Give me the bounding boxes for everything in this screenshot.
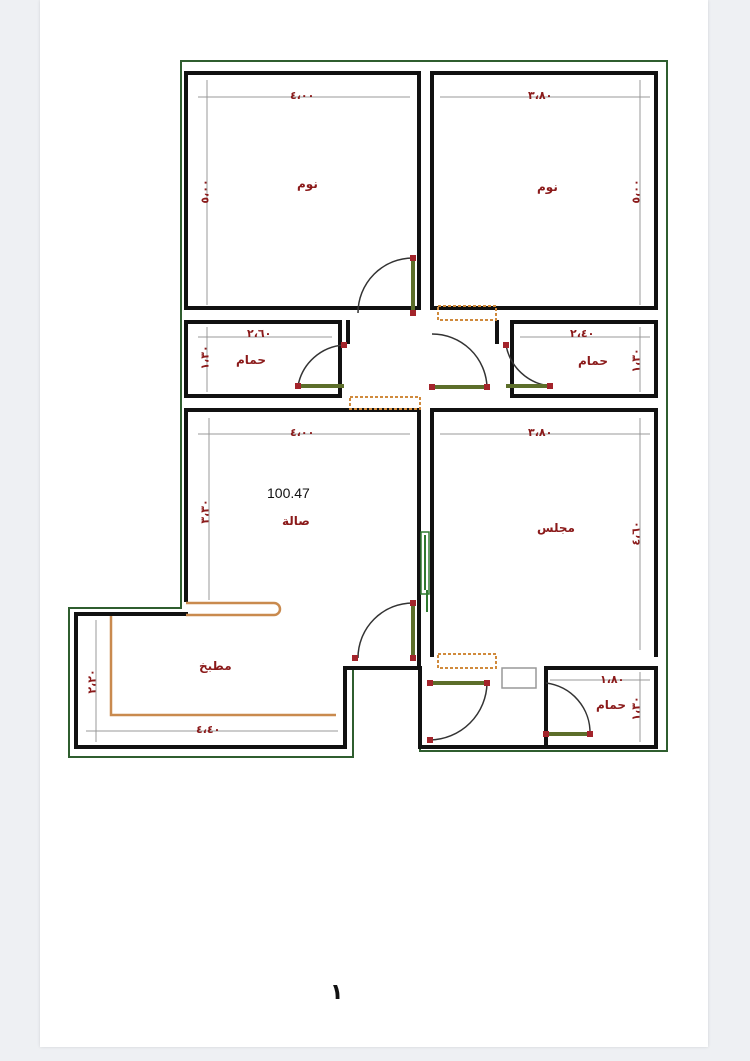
dim-bedroom-right-width: ٣،٨٠ — [528, 89, 553, 102]
dim-bath-left-height: ١،٣٠ — [198, 345, 212, 370]
room-label-majlis: مجلس — [537, 521, 575, 535]
dim-kitchen-width: ٤،٤٠ — [196, 723, 221, 736]
wall-bedroom-right — [430, 71, 658, 310]
dim-bedroom-left-height: ٥،٠٠ — [198, 179, 212, 204]
dim-bath-small-height: ١،٣٠ — [629, 696, 643, 721]
drawing-sheet — [40, 0, 708, 1047]
dim-majlis-width: ٣،٨٠ — [528, 426, 553, 439]
windows — [349, 305, 497, 669]
room-label-hall: صالة — [282, 514, 310, 528]
dim-bath-left-width: ٢،٦٠ — [247, 327, 272, 340]
sliding-door — [420, 531, 430, 612]
wall-bath-right — [510, 320, 658, 398]
dim-kitchen-height: ٢،٢٠ — [85, 669, 99, 694]
dim-majlis-height: ٤،٦٠ — [629, 521, 643, 546]
total-area: 100.47 — [267, 485, 310, 501]
dim-bath-small-width: ١،٨٠ — [600, 673, 625, 686]
wall-bedroom-left — [184, 71, 421, 310]
wall-lower-block — [418, 666, 658, 749]
room-label-kitchen: مطبخ — [199, 659, 232, 673]
dim-hall-height: ٣،٣٠ — [198, 499, 212, 524]
dimension-lines — [86, 80, 650, 742]
room-label-bath-right: حمام — [578, 354, 608, 368]
wall-hall-kitchen — [74, 408, 421, 749]
wall-majlis — [430, 408, 658, 657]
walls — [74, 71, 658, 749]
dim-bedroom-right-height: ٥،٠٠ — [629, 179, 643, 204]
dim-bath-right-height: ١،٣٠ — [629, 348, 643, 373]
closet-box — [501, 667, 537, 689]
room-label-bedroom-left: نوم — [297, 177, 318, 191]
dim-hall-width: ٤،٠٠ — [290, 426, 315, 439]
wall-bath-left — [184, 320, 342, 398]
room-label-bath-left: حمام — [236, 353, 266, 367]
dim-bath-right-width: ٢،٤٠ — [570, 327, 595, 340]
kitchen-counter — [109, 601, 336, 717]
room-label-bath-small: حمام — [596, 698, 626, 712]
dim-bedroom-left-width: ٤،٠٠ — [290, 89, 315, 102]
doors — [295, 255, 593, 743]
room-label-bedroom-right: نوم — [537, 180, 558, 194]
page-number: ١ — [330, 980, 344, 1005]
